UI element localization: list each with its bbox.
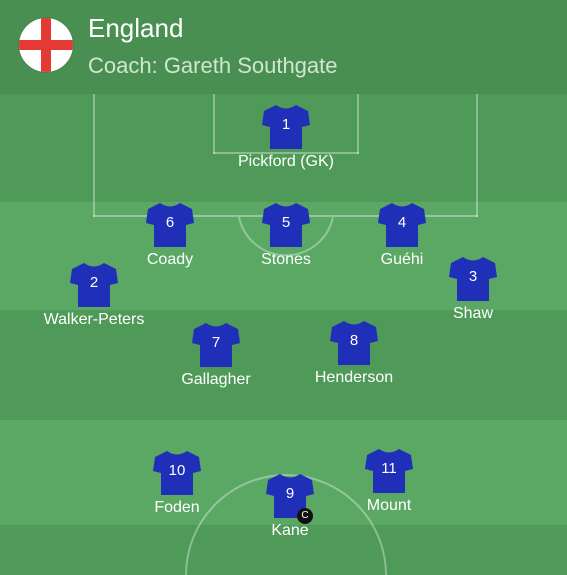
shirt-icon: 3 (447, 255, 499, 303)
player-name: Foden (154, 499, 200, 516)
penalty-arc (238, 216, 334, 257)
player-card[interactable]: 6 Coady (110, 201, 230, 269)
shirt-number: 6 (165, 214, 175, 231)
penalty-box-right-line (476, 94, 478, 217)
goal-box-bottom-line (213, 152, 359, 154)
shirt-number: 2 (89, 274, 99, 291)
player-name: Stones (261, 251, 311, 268)
player-card[interactable]: 7 Gallagher (156, 321, 276, 389)
player-name: Henderson (314, 369, 394, 386)
player-name: Kane (271, 522, 309, 539)
shirt-number: 4 (397, 214, 407, 231)
shirt-number: 3 (468, 268, 478, 285)
shirt-number: 8 (349, 332, 359, 349)
coach-name: Coach: Gareth Southgate (88, 53, 338, 78)
team-header: England Coach: Gareth Southgate (0, 0, 567, 94)
shirt-icon: 5 (260, 201, 312, 249)
player-name: Pickford (GK) (237, 153, 334, 170)
player-name: Walker-Peters (43, 311, 145, 328)
shirt-icon: 11 (363, 447, 415, 495)
player-card[interactable]: 11 Mount (329, 447, 449, 515)
player-name: Mount (366, 497, 412, 514)
england-flag-icon (19, 18, 73, 72)
goal-box-left-line (213, 94, 215, 154)
pitch-stripe (0, 525, 567, 575)
shirt-number: 9 (285, 485, 295, 502)
shirt-number: 5 (281, 214, 291, 231)
shirt-number: 10 (168, 462, 186, 479)
player-card[interactable]: 5 Stones (226, 201, 346, 269)
penalty-box-left-line (93, 94, 95, 217)
player-card[interactable]: 2 Walker-Peters (34, 261, 154, 329)
player-name: Shaw (452, 305, 494, 322)
pitch-stripe (0, 310, 567, 420)
goal-box-right-line (357, 94, 359, 154)
player-card[interactable]: 3 Shaw (413, 255, 533, 323)
shirt-icon: 1 (260, 103, 312, 151)
player-name: Gallagher (181, 371, 251, 388)
player-name: Guéhi (380, 251, 424, 268)
shirt-icon: 6 (144, 201, 196, 249)
shirt-icon: 8 (328, 319, 380, 367)
player-card[interactable]: 4 Guéhi (342, 201, 462, 269)
shirt-icon: 10 (151, 449, 203, 497)
shirt-icon: 4 (376, 201, 428, 249)
shirt-number: 1 (281, 116, 291, 133)
shirt-icon: 2 (68, 261, 120, 309)
shirt-icon: 7 (190, 321, 242, 369)
player-card[interactable]: 1 Pickford (GK) (226, 103, 346, 171)
player-card[interactable]: 10 Foden (117, 449, 237, 517)
shirt-number: 11 (381, 460, 397, 477)
captain-badge: C (297, 508, 313, 524)
center-circle-arc (185, 474, 387, 575)
team-name: England (88, 13, 184, 43)
player-name: Coady (146, 251, 194, 268)
shirt-number: 7 (211, 334, 221, 351)
player-card[interactable]: 8 Henderson (294, 319, 414, 387)
